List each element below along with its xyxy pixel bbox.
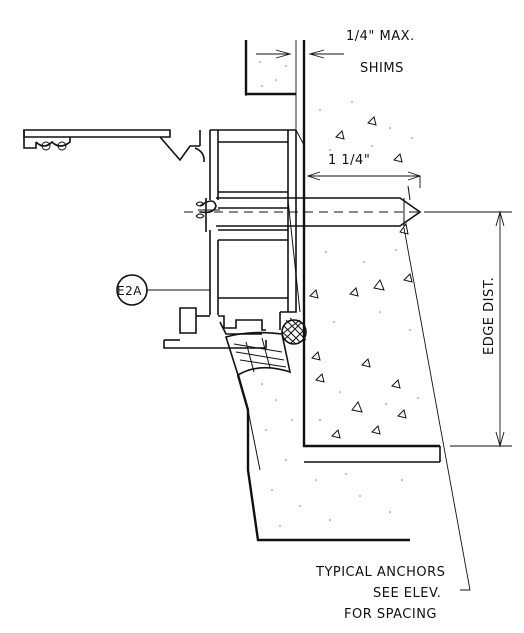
note-leader (399, 222, 471, 591)
concrete-aggregate (309, 116, 413, 439)
max-shim-label: 1/4" MAX. (346, 29, 415, 44)
concrete-stipple (259, 61, 419, 527)
note-line-2: SEE ELEV. (373, 586, 441, 601)
dim-embedment (306, 171, 422, 188)
dim-max-shim (256, 40, 344, 130)
concrete-wall (302, 330, 441, 463)
shims-label: SHIMS (360, 61, 404, 76)
dim-edge-distance (428, 210, 512, 448)
note-line-1: TYPICAL ANCHORS (315, 565, 445, 580)
note-line-3: FOR SPACING (344, 607, 437, 622)
backer-rod (281, 317, 307, 345)
edge-dist-label: EDGE DIST. (482, 277, 497, 355)
lower-concrete-sill (236, 374, 410, 542)
upper-concrete (244, 40, 306, 330)
embed-label: 1 1/4" (328, 153, 370, 168)
sealant-bead (224, 331, 292, 377)
callout-label: E2A (117, 284, 142, 298)
anchor-screw (184, 185, 432, 232)
frame-extrusion (23, 129, 305, 349)
callout-e2a (116, 274, 210, 306)
